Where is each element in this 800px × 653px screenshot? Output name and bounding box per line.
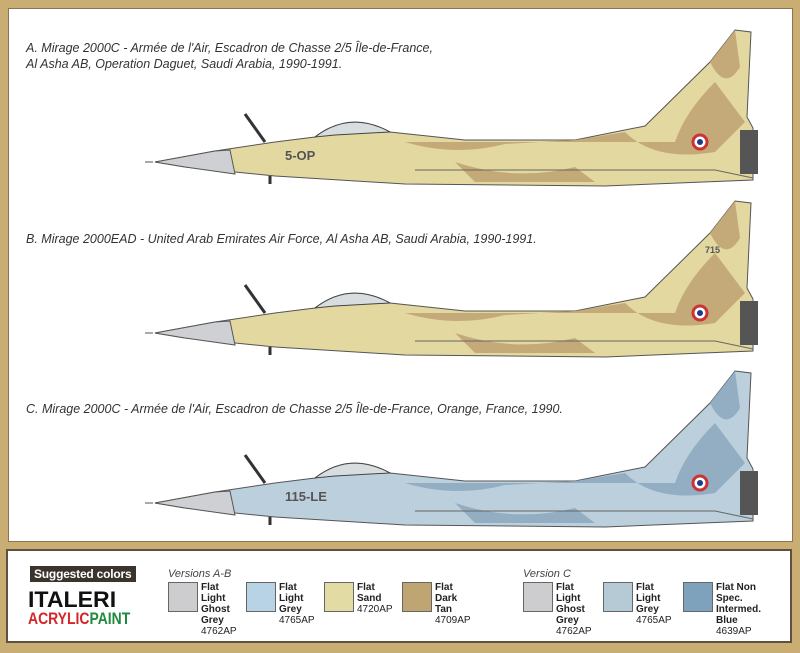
wing-line bbox=[415, 169, 754, 179]
caption-line: A. Mirage 2000C - Armée de l'Air, Escadr… bbox=[26, 41, 433, 55]
caption-version-c: C. Mirage 2000C - Armée de l'Air, Escadr… bbox=[26, 401, 563, 417]
canopy bbox=[313, 121, 392, 138]
aircraft-marking: 115-LE bbox=[285, 489, 327, 504]
color-code: 4762AP bbox=[556, 626, 592, 637]
radome bbox=[154, 490, 236, 516]
color-chip bbox=[246, 582, 276, 612]
fuselage bbox=[154, 200, 754, 358]
color-name: Flat Non Spec. Intermed. Blue bbox=[716, 582, 762, 626]
color-chip bbox=[523, 582, 553, 612]
radome bbox=[154, 320, 236, 346]
aircraft-marking: 715 bbox=[705, 245, 720, 255]
color-name: Flat Dark Tan bbox=[435, 582, 458, 615]
wing-line bbox=[415, 510, 754, 520]
aircraft-profile: 115-LE bbox=[145, 370, 758, 528]
engine-exhaust bbox=[740, 130, 758, 174]
color-name: Flat Sand bbox=[357, 582, 382, 604]
wing-line bbox=[415, 340, 754, 350]
camo-pattern bbox=[405, 30, 745, 182]
refuel-probe bbox=[243, 284, 267, 314]
color-chip bbox=[324, 582, 354, 612]
engine-exhaust bbox=[740, 471, 758, 515]
canopy bbox=[313, 292, 392, 309]
engine-exhaust bbox=[740, 301, 758, 345]
suggested-colors-title: Suggested colors bbox=[30, 566, 136, 582]
caption-version-a: A. Mirage 2000C - Armée de l'Air, Escadr… bbox=[26, 40, 433, 72]
color-code: 4762AP bbox=[201, 626, 237, 637]
aircraft-profile: 5-OP bbox=[145, 29, 758, 187]
caption-version-b: B. Mirage 2000EAD - United Arab Emirates… bbox=[26, 231, 537, 247]
italeri-logo: ITALERI bbox=[28, 587, 117, 612]
color-name: Flat Light Grey bbox=[636, 582, 661, 615]
canopy bbox=[313, 462, 392, 479]
acrylic-paint-logo: ACRYLICPAINT bbox=[28, 609, 131, 628]
color-chip bbox=[402, 582, 432, 612]
camo-pattern bbox=[405, 371, 745, 523]
fuselage bbox=[154, 370, 754, 528]
color-code: 4639AP bbox=[716, 626, 752, 637]
color-code: 4765AP bbox=[636, 615, 672, 626]
suggested-colors-panel: Suggested colors ITALERI ACRYLICPAINT Ve… bbox=[6, 549, 792, 643]
color-group-title: Versions A-B bbox=[168, 568, 232, 580]
color-name: Flat Light Ghost Grey bbox=[556, 582, 585, 626]
camo-pattern bbox=[405, 201, 745, 353]
color-chip bbox=[683, 582, 713, 612]
color-code: 4720AP bbox=[357, 604, 393, 615]
color-group-title: Version C bbox=[523, 568, 571, 580]
color-name: Flat Light Ghost Grey bbox=[201, 582, 230, 626]
color-chip bbox=[168, 582, 198, 612]
aircraft-profile: 715 bbox=[145, 200, 758, 358]
color-code: 4709AP bbox=[435, 615, 471, 626]
radome bbox=[154, 149, 236, 175]
aircraft-profiles: 5-OP 715 115-LE bbox=[145, 29, 758, 528]
color-name: Flat Light Grey bbox=[279, 582, 304, 615]
color-code: 4765AP bbox=[279, 615, 315, 626]
caption-line: Al Asha AB, Operation Daguet, Saudi Arab… bbox=[26, 57, 343, 71]
refuel-probe bbox=[243, 113, 267, 143]
refuel-probe bbox=[243, 454, 267, 484]
caption-line: B. Mirage 2000EAD - United Arab Emirates… bbox=[26, 232, 537, 246]
caption-line: C. Mirage 2000C - Armée de l'Air, Escadr… bbox=[26, 402, 563, 416]
color-chip bbox=[603, 582, 633, 612]
aircraft-marking: 5-OP bbox=[285, 148, 316, 163]
